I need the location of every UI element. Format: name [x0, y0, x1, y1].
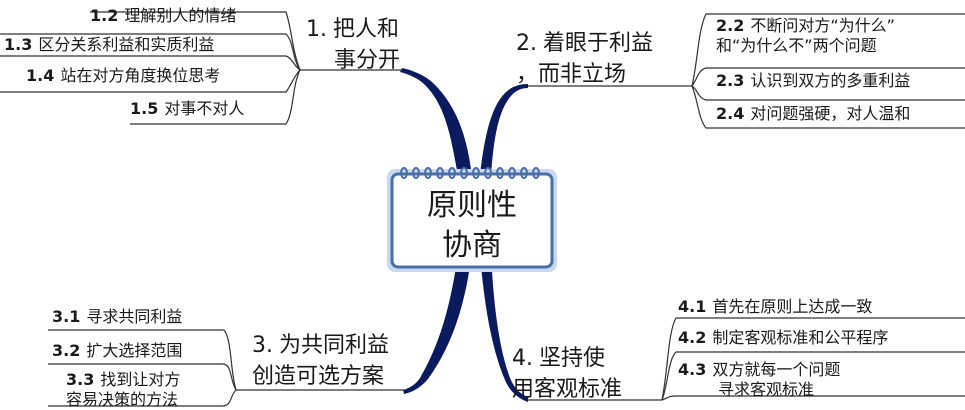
- branch-2-line2: ，而非立场: [516, 62, 627, 87]
- branch-1-number: 1.: [306, 17, 327, 42]
- branch-3-number: 3.: [252, 333, 273, 358]
- branch-4-connector: [478, 230, 528, 402]
- center-topic: 原则性 协商: [392, 186, 552, 266]
- branch-4-line1: 坚持使: [539, 346, 606, 371]
- branch-4-line2: 用客观标准: [512, 377, 623, 402]
- branch-3-line1: 为共同利益: [279, 333, 390, 358]
- branch-2-number: 2.: [516, 31, 537, 56]
- center-topic-line1: 原则性: [427, 188, 517, 223]
- branch-1-title: 1.把人和 事分开: [306, 14, 400, 76]
- branch-1-line2: 事分开: [334, 48, 401, 73]
- center-topic-line2: 协商: [442, 228, 502, 263]
- branch-3-title: 3.为共同利益 创造可选方案: [252, 330, 389, 392]
- spiral-binding: [400, 167, 540, 179]
- connector-lines: [0, 11, 965, 407]
- branch-4-number: 4.: [512, 346, 533, 371]
- center-card: [390, 172, 554, 269]
- branch-2-line1: 着眼于利益: [543, 31, 654, 56]
- branch-3-line2: 创造可选方案: [252, 364, 385, 389]
- branch-2-connector: [478, 84, 528, 195]
- branch-2-title: 2.着眼于利益 ，而非立场: [516, 28, 653, 90]
- branch-1-line1: 把人和: [333, 17, 400, 42]
- branch-4-title: 4.坚持使 用客观标准: [512, 343, 622, 405]
